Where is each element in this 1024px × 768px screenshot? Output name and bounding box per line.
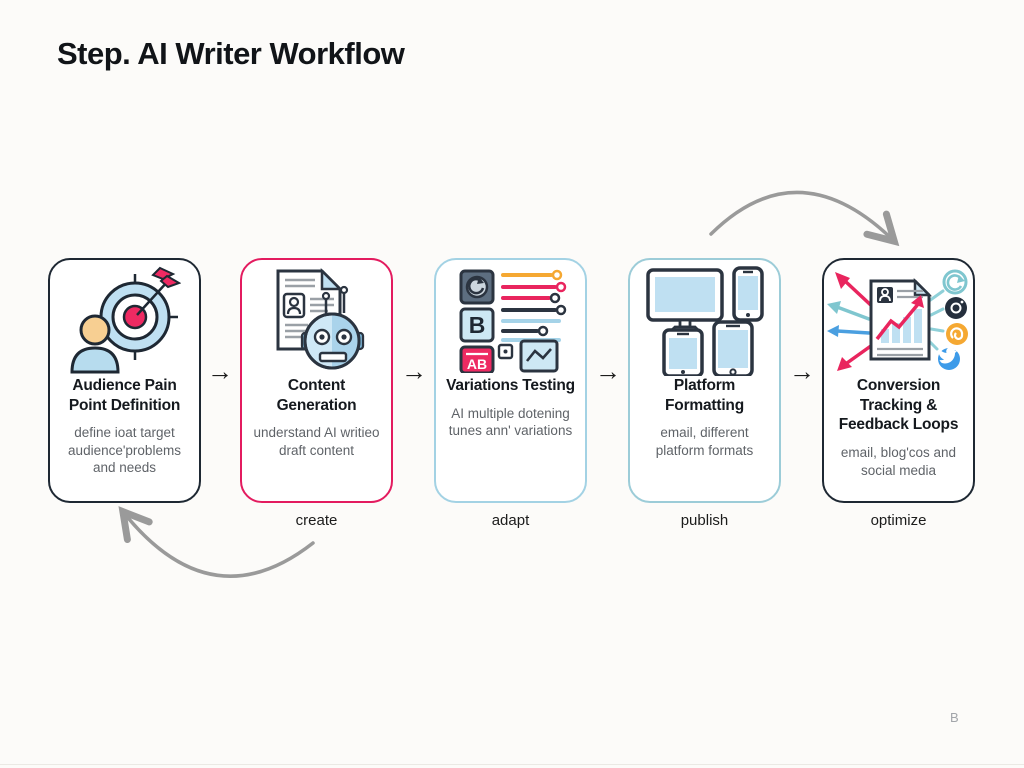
step-card-content-generation: Content Generation understand AI writieo… — [240, 258, 393, 503]
devices-icon — [644, 264, 766, 376]
step-card-conversion-tracking: Conversion Tracking & Feedback Loops ema… — [822, 258, 975, 503]
step-card-audience-pain-point: Audience Pain Point Definition define io… — [48, 258, 201, 503]
analytics-share-icon — [825, 264, 973, 376]
card-description: email, blog'cos and social media — [840, 445, 957, 478]
card-title: Variations Testing — [446, 377, 575, 394]
footnote-mark: B — [950, 710, 959, 725]
stage-label-optimize: optimize — [870, 512, 927, 529]
connector-arrow-icon: → — [595, 356, 621, 386]
card-description: understand AI writieo draft content — [253, 425, 380, 458]
svg-text:B: B — [468, 312, 485, 338]
stage-label-adapt: adapt — [491, 512, 530, 529]
document-robot-icon — [262, 264, 372, 376]
card-description: AI multiple dotening tunes ann' variatio… — [448, 405, 573, 439]
connector-arrow-icon: → — [207, 356, 233, 386]
step-card-variations-testing: B AB — [434, 258, 587, 503]
page-title: Step. AI Writer Workflow — [57, 36, 405, 71]
card-description: email, different platform formats — [655, 425, 754, 458]
step-card-platform-formatting: Platform Formatting email, different pla… — [628, 258, 781, 503]
stage-label-publish: publish — [680, 512, 729, 529]
card-title: Content Generation — [276, 377, 357, 414]
svg-text:AB: AB — [466, 356, 486, 372]
card-description: define ioat target audience'problems and… — [68, 425, 181, 476]
stage-label-create: create — [295, 512, 338, 529]
bottom-divider — [0, 764, 1024, 765]
target-audience-icon — [69, 264, 181, 376]
connector-arrow-icon: → — [401, 356, 427, 386]
ab-testing-icon: B AB — [455, 264, 567, 376]
card-title: Platform Formatting — [665, 377, 744, 414]
card-title: Audience Pain Point Definition — [68, 377, 181, 414]
connector-arrow-icon: → — [789, 356, 815, 386]
top-loop-arrow — [709, 190, 900, 247]
card-title: Conversion Tracking & Feedback Loops — [838, 377, 959, 434]
